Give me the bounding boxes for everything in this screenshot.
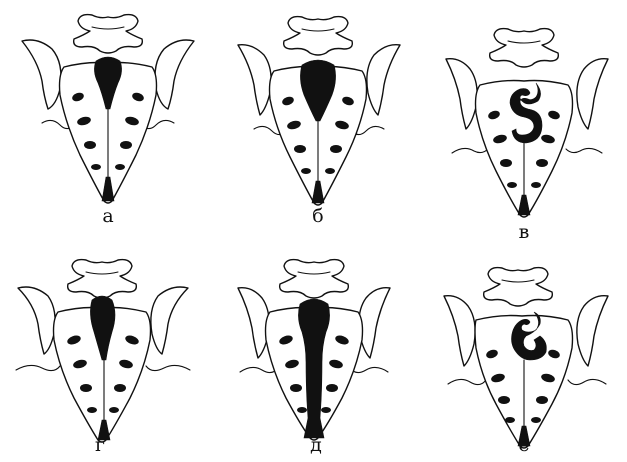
sacrum-drawing-f	[418, 232, 627, 460]
panel-label-f: е	[504, 436, 544, 455]
panel-d: г	[8, 234, 217, 462]
panel-a: а	[8, 5, 217, 233]
sacrum-drawing-d	[8, 234, 217, 462]
panel-e: д	[218, 232, 427, 460]
sacrum-drawing-b	[216, 5, 425, 233]
panel-label-b: б	[298, 207, 338, 226]
panel-b: б	[216, 5, 425, 233]
panel-label-e: д	[296, 436, 336, 455]
panel-label-d: г	[80, 436, 120, 455]
sacrum-drawing-c	[424, 5, 627, 233]
sacrum-drawing-a	[8, 5, 217, 233]
panel-label-a: а	[88, 207, 128, 226]
panel-c: в	[424, 5, 627, 233]
panel-f: е	[418, 232, 627, 460]
sacrum-drawing-e	[218, 232, 427, 460]
